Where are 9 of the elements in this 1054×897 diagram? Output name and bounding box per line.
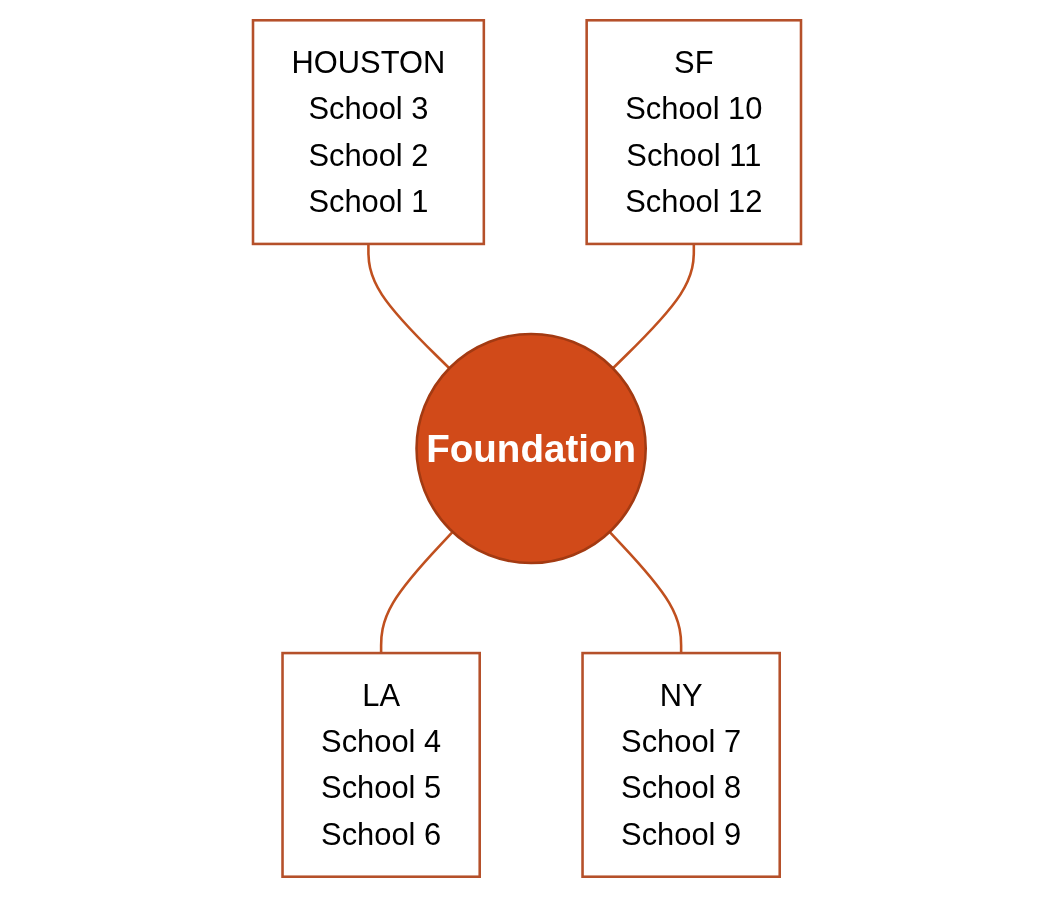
- node-box: NY School 7 School 8 School 9: [581, 651, 781, 878]
- node-circle: Foundation: [415, 332, 647, 565]
- connector: [367, 243, 451, 370]
- connector: [608, 531, 683, 654]
- connector: [379, 531, 454, 654]
- connector: [612, 243, 696, 370]
- node-box: LA School 4 School 5 School 6: [281, 651, 481, 878]
- node-box: HOUSTON School 3 School 2 School 1: [251, 19, 486, 246]
- node-box: SF School 10 School 11 School 12: [585, 19, 803, 246]
